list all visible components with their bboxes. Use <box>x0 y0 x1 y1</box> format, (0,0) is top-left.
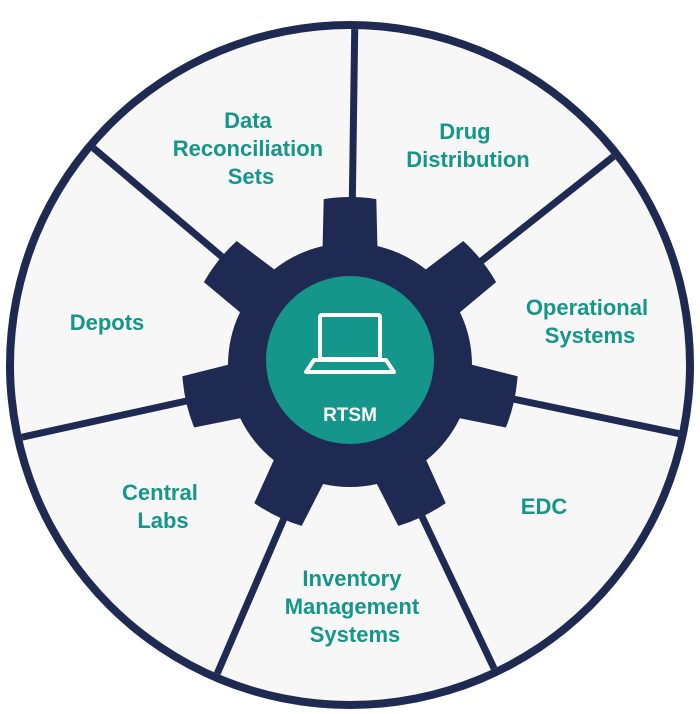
label-line: Drug <box>439 119 490 144</box>
label-central-labs: Central Labs <box>122 480 204 533</box>
label-data-reconciliation-sets: Data Reconciliation Sets <box>173 108 329 189</box>
label-line: Systems <box>545 323 636 348</box>
label-drug-distribution: Drug Distribution <box>406 119 529 172</box>
label-line: Reconciliation <box>173 136 323 161</box>
label-line: Labs <box>137 508 188 533</box>
label-inventory-management-systems: Inventory Management Systems <box>285 566 426 647</box>
label-line: Operational <box>526 295 648 320</box>
label-edc: EDC <box>521 494 568 519</box>
label-line: Systems <box>310 622 401 647</box>
label-line: Sets <box>228 164 274 189</box>
label-line: Management <box>285 594 420 619</box>
center-label: RTSM <box>323 405 377 426</box>
label-line: Depots <box>70 310 145 335</box>
label-operational-systems: Operational Systems <box>526 295 654 348</box>
label-line: Distribution <box>406 147 529 172</box>
label-line: Inventory <box>302 566 402 591</box>
label-line: EDC <box>521 494 568 519</box>
laptop-icon <box>304 313 396 374</box>
label-depots: Depots <box>70 310 145 335</box>
label-line: Central <box>122 480 198 505</box>
label-line: Data <box>224 108 272 133</box>
